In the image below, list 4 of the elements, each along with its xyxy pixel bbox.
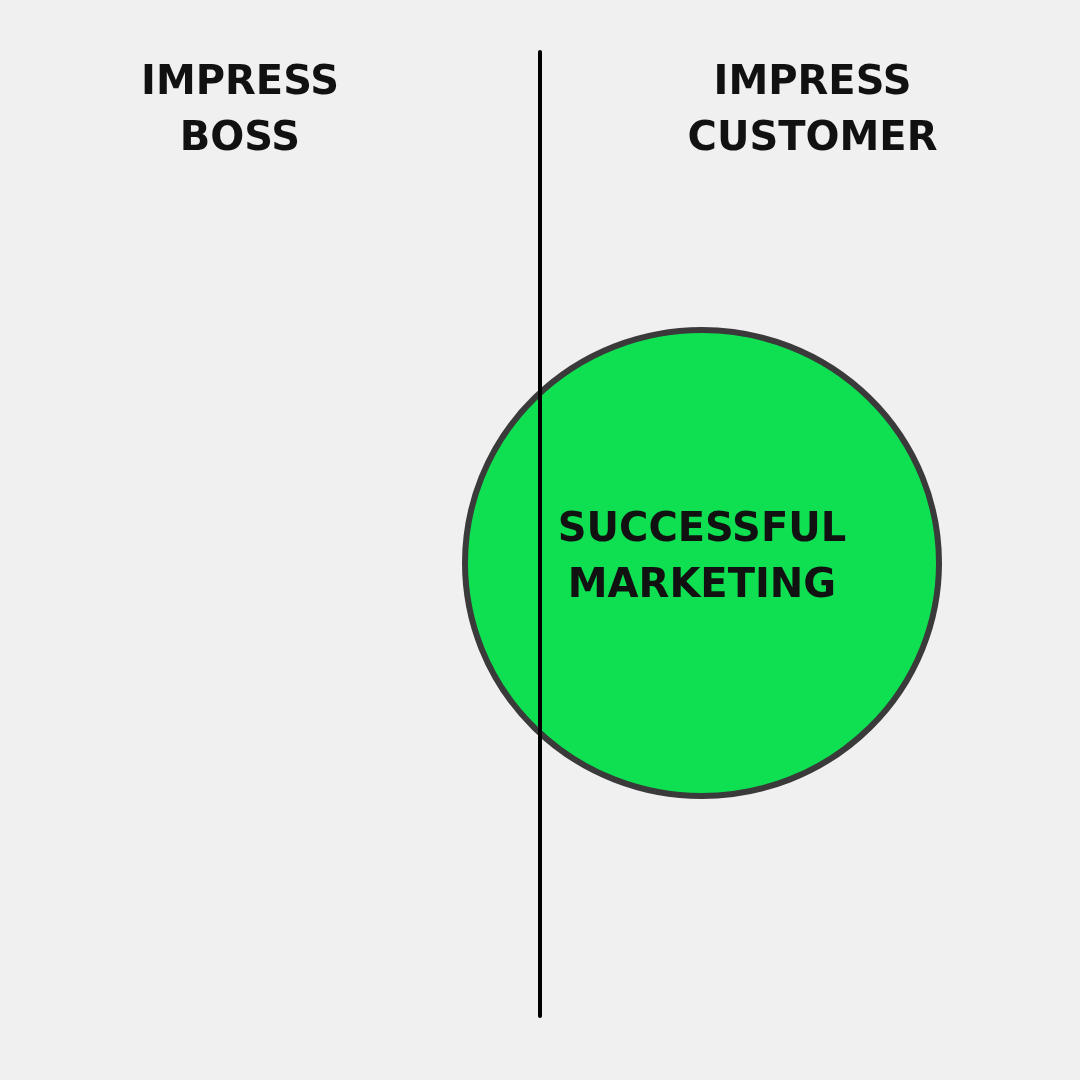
column-heading: IMPRESS CUSTOMER	[686, 56, 939, 161]
column-heading: IMPRESS BOSS	[140, 56, 340, 161]
node-label: SUCCESSFUL MARKETING	[556, 503, 848, 608]
circle-shape	[462, 327, 942, 799]
